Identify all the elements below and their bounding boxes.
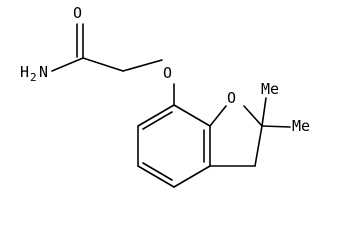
bond-c6-c7 bbox=[137, 104, 175, 127]
bond-ch2-ether-o bbox=[122, 59, 163, 72]
bond-c4-c5-inner bbox=[142, 162, 173, 181]
molecule-svg: O N H 2 O O Me Me bbox=[20, 4, 310, 188]
chemical-structure-diagram: O N H 2 O O Me Me bbox=[20, 4, 311, 188]
bond-c4-c5 bbox=[137, 165, 175, 188]
bond-c7-c7a bbox=[173, 104, 211, 127]
bond-c2-methyl-1 bbox=[261, 97, 267, 127]
methyl-label-1: Me bbox=[261, 80, 279, 98]
bond-c7a-ring-o bbox=[209, 105, 227, 127]
bond-c6-c7-inner bbox=[142, 111, 173, 130]
bond-nh2-carbonyl-c bbox=[51, 57, 84, 72]
bond-c3a-c4 bbox=[173, 165, 211, 188]
ring-oxygen-label: O bbox=[227, 89, 236, 107]
bond-carbonyl-c-ch2 bbox=[82, 57, 124, 72]
methyl-label-2: Me bbox=[292, 117, 310, 135]
bond-ring-o-c2 bbox=[243, 105, 263, 127]
amide-nitrogen-label: N bbox=[39, 63, 48, 81]
bond-c2-methyl-2 bbox=[261, 125, 291, 128]
ether-oxygen-label: O bbox=[163, 64, 172, 82]
carbonyl-oxygen-label: O bbox=[73, 4, 82, 22]
amide-hydrogen-count-label: 2 bbox=[30, 71, 37, 84]
amide-hydrogen-label: H bbox=[20, 63, 29, 81]
bond-c2-c3 bbox=[254, 125, 263, 167]
